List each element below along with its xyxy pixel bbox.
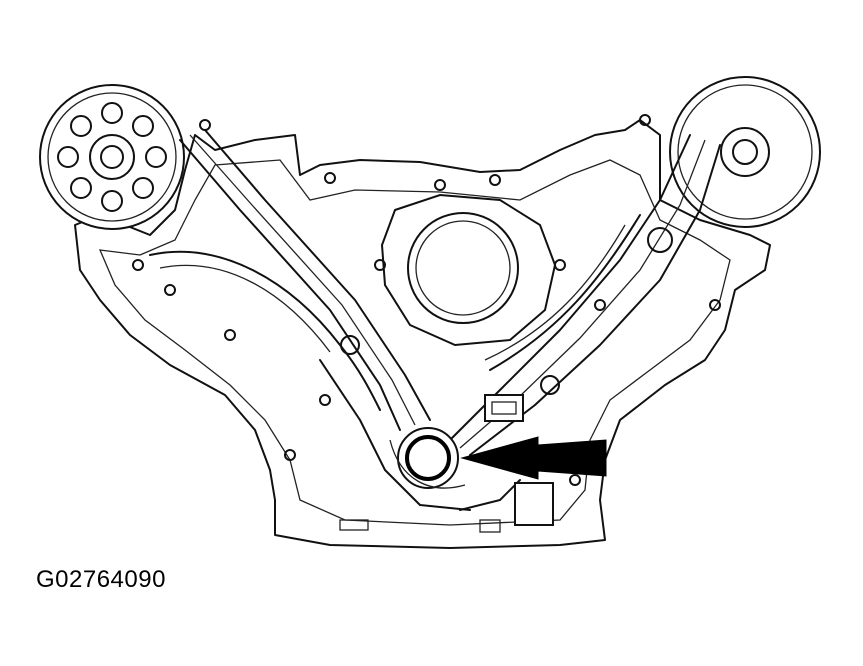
lower-left-guide — [319, 359, 471, 511]
left-timing-chain — [179, 129, 431, 431]
cover-bolt-holes — [132, 114, 721, 486]
engine-front-cover-outline — [74, 119, 771, 549]
right-chain-tensioner — [484, 394, 524, 422]
left-chain-guide-inner — [159, 264, 331, 353]
right-chain-guide-inner — [484, 224, 626, 361]
cover-inner-contour — [98, 159, 731, 526]
right-camshaft-sprocket — [669, 76, 821, 228]
center-pump-boss — [380, 193, 557, 347]
crankshaft-sprocket — [389, 427, 466, 489]
left-camshaft-sprocket — [39, 84, 185, 230]
oil-pump-bracket — [339, 482, 554, 533]
left-chain-guide — [149, 250, 381, 411]
figure-id-label: G02764090 — [36, 566, 166, 593]
right-chain-guide — [489, 214, 641, 371]
timing-chain-diagram — [39, 76, 821, 549]
pointer-arrow — [460, 436, 607, 480]
lower-right-guide — [459, 479, 521, 511]
